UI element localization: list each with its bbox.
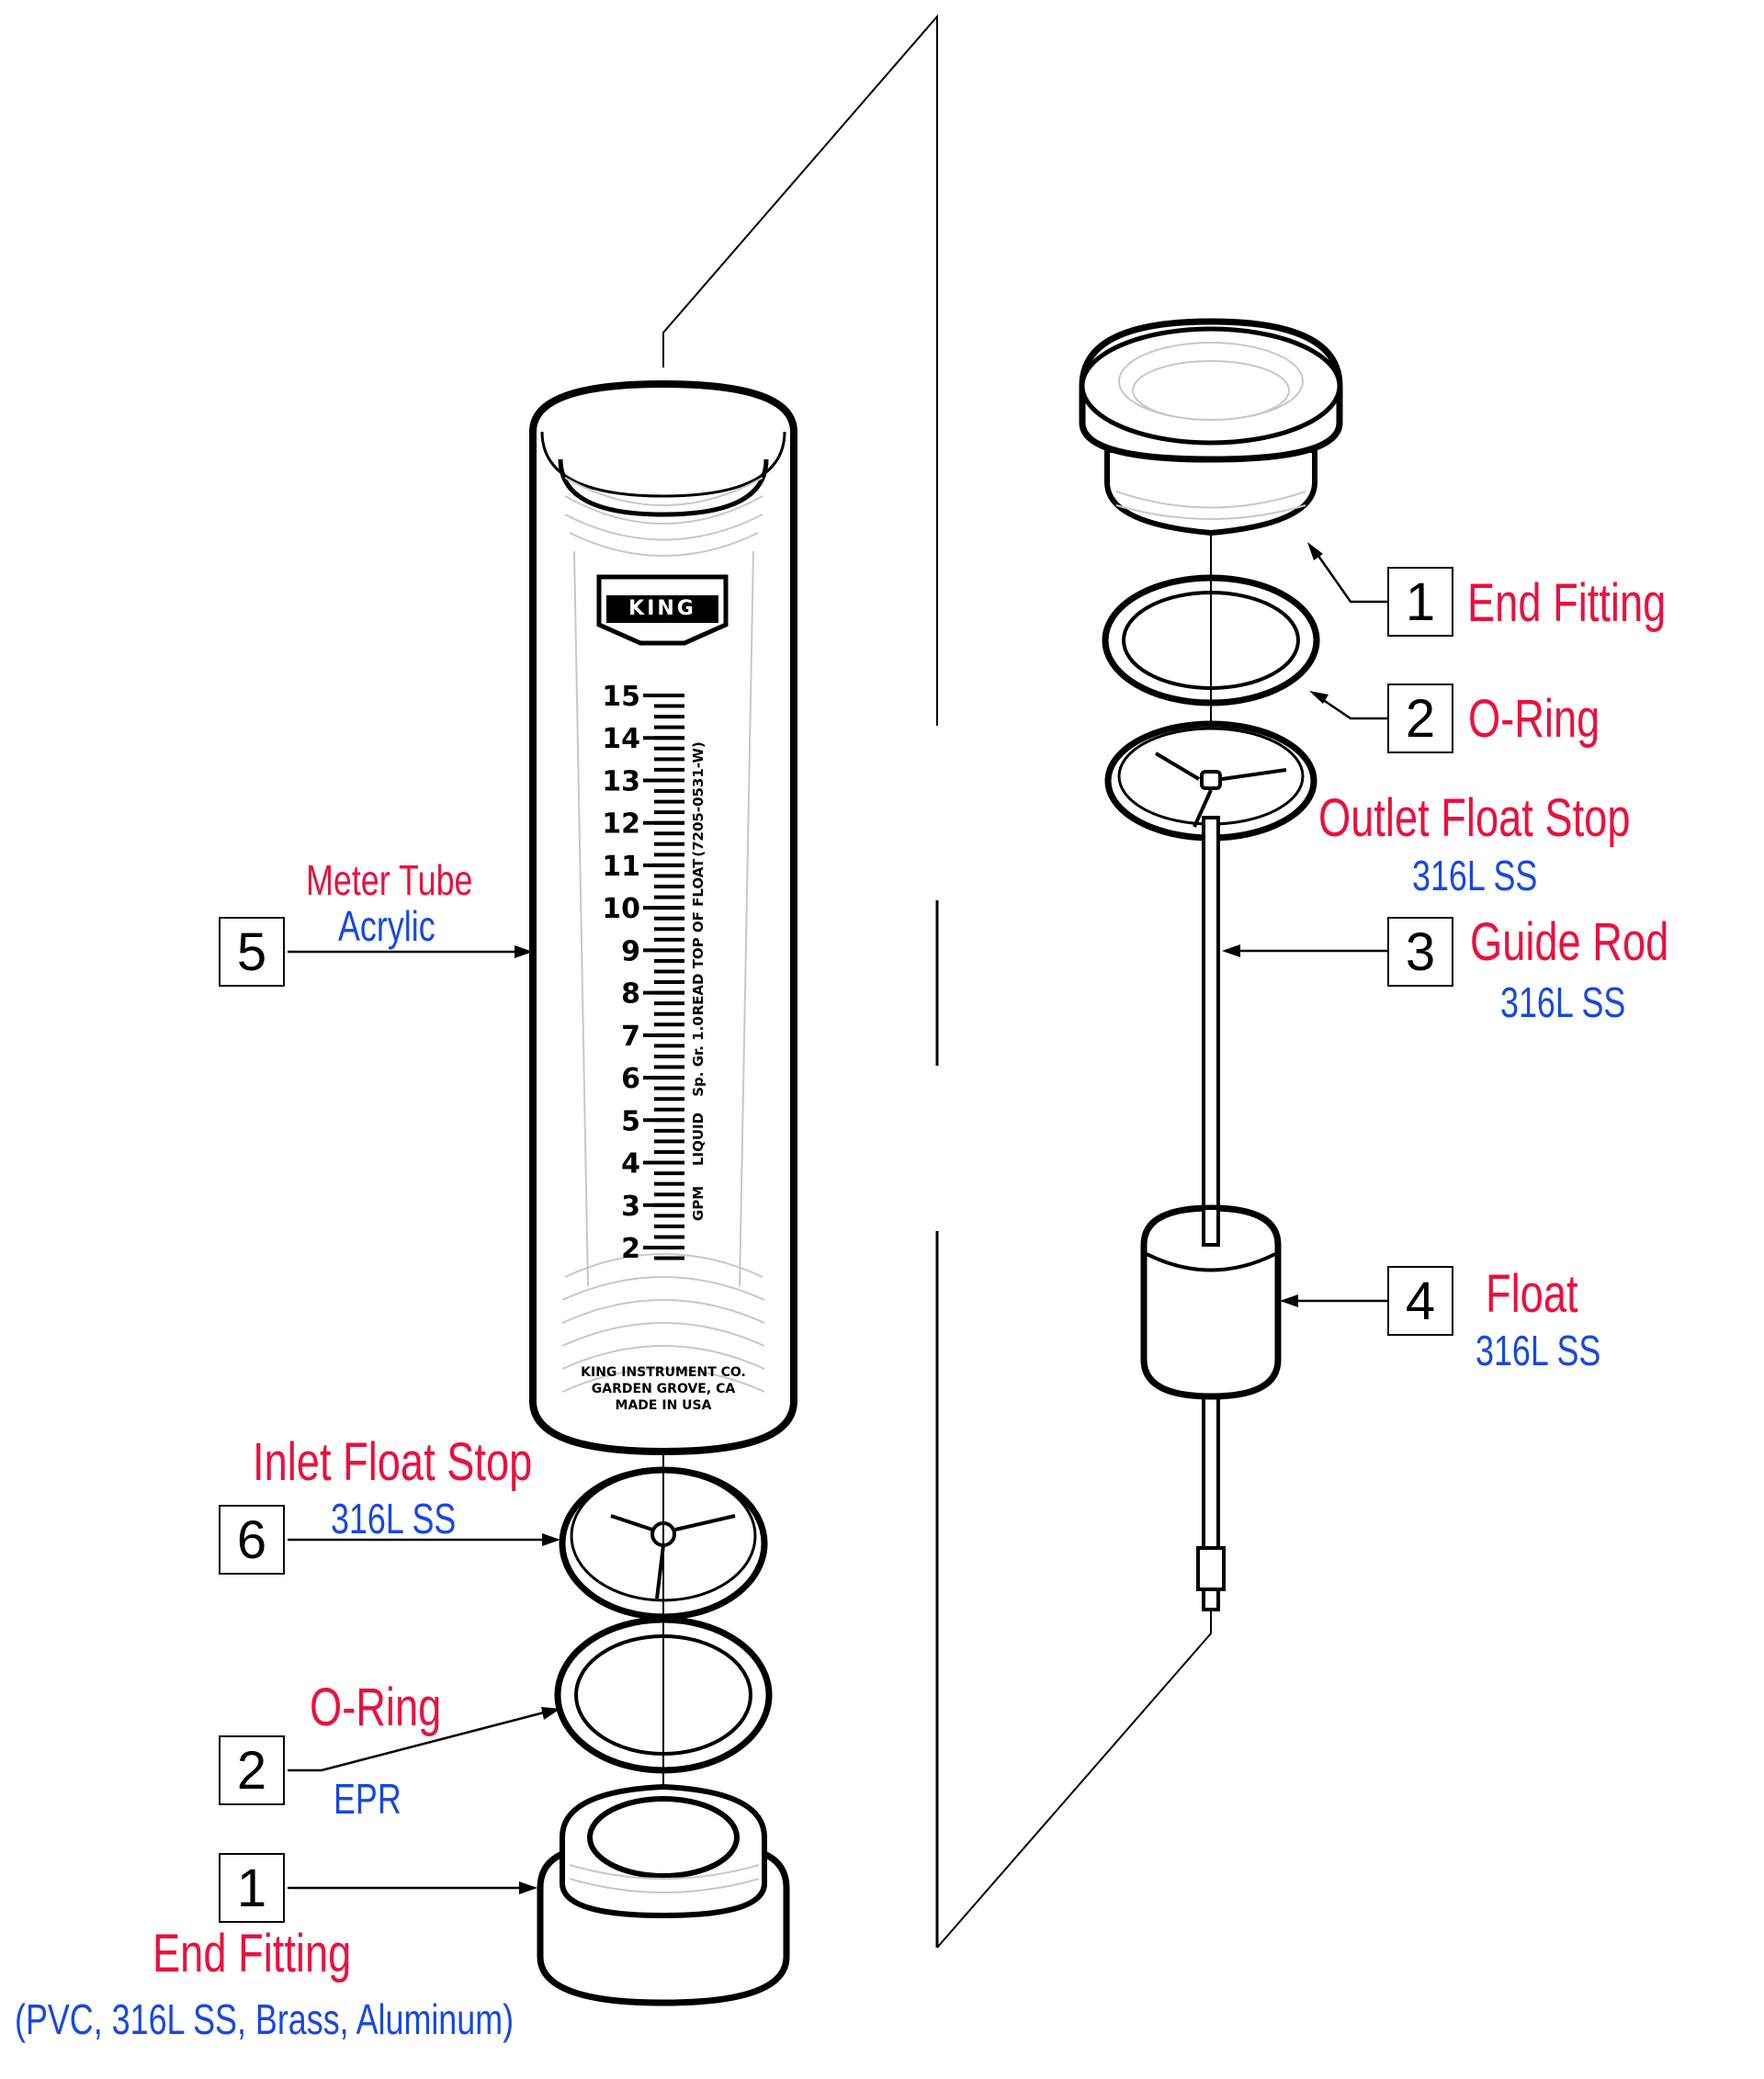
o-ring-bottom-drawing [554, 1616, 773, 1774]
material-meter-tube: Acrylic [338, 902, 435, 950]
label-o-ring-top: O-Ring [1468, 689, 1600, 749]
label-o-ring-bottom: O-Ring [310, 1678, 442, 1737]
scale-side-label: GPM [690, 1186, 707, 1221]
scale-label: 5 [621, 1105, 640, 1137]
part-number-4: 4 [1387, 1266, 1453, 1336]
scale-side-label: (7205-0531-W) [690, 741, 707, 857]
scale-side-label: LIQUID [690, 1113, 707, 1166]
scale-label: 7 [621, 1021, 640, 1053]
label-guide-rod: Guide Rod [1470, 912, 1669, 972]
part-number-1-top: 1 [1387, 567, 1453, 637]
label-end-fitting-top: End Fitting [1467, 573, 1667, 633]
scale-label: 14 [602, 723, 640, 755]
bottom-assembly-line [936, 1599, 1212, 1949]
king-logo: KING [596, 574, 729, 646]
material-end-fitting-bottom: (PVC, 316L SS, Brass, Aluminum) [15, 1995, 514, 2043]
end-fitting-bottom-drawing [537, 1783, 790, 2006]
material-guide-rod: 316L SS [1500, 978, 1626, 1026]
float-drawing [1140, 1204, 1282, 1400]
base-text-line: KING INSTRUMENT CO. [581, 1365, 746, 1380]
part-number-5: 5 [219, 917, 285, 987]
inlet-float-stop-drawing [559, 1453, 768, 1621]
scale-label: 3 [621, 1191, 640, 1223]
arrowheads [514, 542, 1329, 1894]
part-number-1-bottom: 1 [219, 1853, 285, 1923]
scale-label: 12 [602, 808, 640, 841]
scale-label: 15 [602, 681, 640, 713]
part-number-6: 6 [219, 1505, 285, 1575]
material-o-ring-bottom: EPR [334, 1775, 401, 1823]
meter-tube-drawing: KING 15 14 13 12 11 10 9 8 7 6 5 4 3 2 GPM LIQUID Sp. G… [529, 379, 797, 1456]
label-outlet-float-stop: Outlet Float Stop [1318, 788, 1631, 848]
material-inlet-float-stop: 316L SS [331, 1495, 457, 1542]
o-ring-top-drawing [1102, 574, 1320, 706]
material-float: 316L SS [1476, 1327, 1601, 1374]
leader-1-top [1310, 546, 1387, 604]
material-outlet-float-stop: 316L SS [1412, 852, 1538, 899]
base-text-line: MADE IN USA [616, 1398, 712, 1413]
scale-side-label: Sp. Gr. 1.0 [690, 1016, 707, 1097]
scale-label: 13 [602, 765, 640, 797]
scale-label: 9 [621, 935, 640, 967]
label-meter-tube: Meter Tube [306, 856, 473, 904]
base-text-line: GARDEN GROVE, CA [592, 1382, 736, 1396]
scale-label: 8 [621, 978, 640, 1011]
scale-label: 2 [621, 1233, 640, 1265]
scale-side-label: READ TOP OF FLOAT [690, 858, 707, 1016]
manufacturer-text: KING INSTRUMENT CO. GARDEN GROVE, CA MADE … [581, 1365, 746, 1413]
part-number-3: 3 [1387, 917, 1453, 987]
scale-label: 4 [621, 1148, 640, 1181]
top-assembly-line [662, 14, 938, 726]
part-number-2-top: 2 [1387, 684, 1453, 753]
scale-label: 6 [621, 1063, 640, 1095]
label-float: Float [1486, 1264, 1578, 1324]
brand-label: KING [628, 597, 696, 620]
leader-2-bottom [288, 1709, 552, 1772]
end-fitting-top-drawing [1079, 318, 1343, 537]
label-end-fitting-bottom: End Fitting [153, 1924, 352, 1983]
scale-label: 11 [602, 851, 640, 883]
part-number-2-bottom: 2 [219, 1735, 285, 1805]
guide-rod-drawing [1196, 816, 1226, 1611]
leader-2-top [1313, 692, 1387, 720]
label-inlet-float-stop: Inlet Float Stop [253, 1432, 533, 1492]
leader-lines [288, 546, 1387, 1890]
flow-scale: 15 14 13 12 11 10 9 8 7 6 5 4 3 2 [602, 681, 684, 1265]
scale-label: 10 [602, 893, 640, 925]
